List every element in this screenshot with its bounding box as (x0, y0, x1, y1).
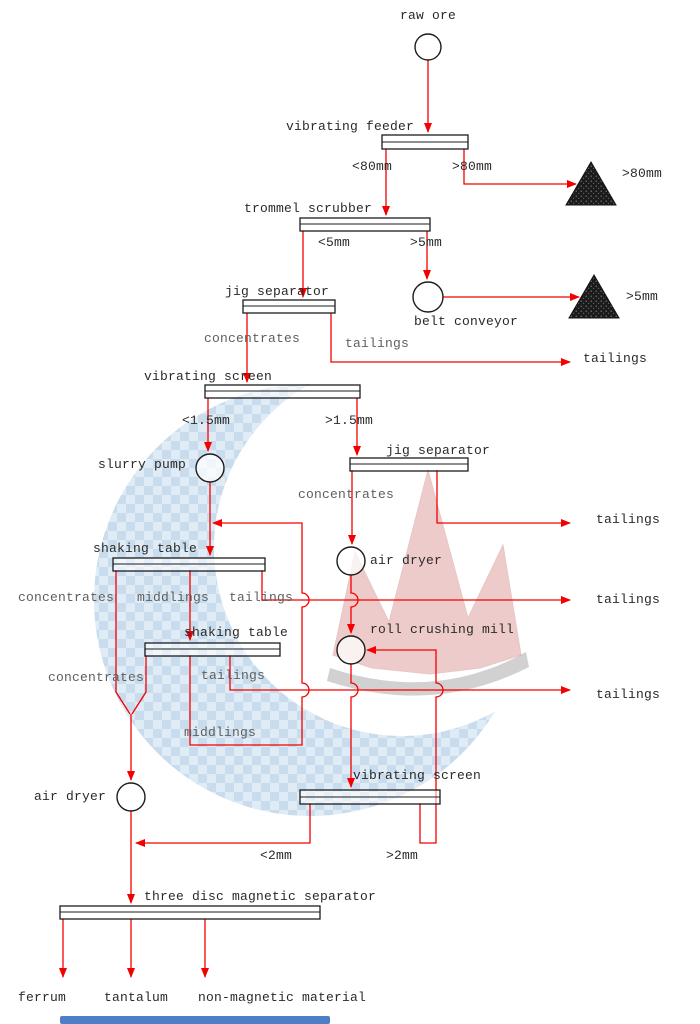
belt-conveyor-node (412, 281, 444, 313)
screen-symbol-three-disc-separator (59, 905, 321, 920)
label-vibrating-screen-2: vibrating screen (353, 768, 482, 783)
label-non-magnetic: non-magnetic material (198, 990, 367, 1005)
label-concentrates-t2: concentrates (48, 670, 145, 685)
label-gt5mm-pile: >5mm (626, 289, 659, 304)
flow-airdryer-to-rollmill (347, 575, 359, 634)
label-tailings-out4: tailings (596, 687, 661, 702)
flow-table2-middlings-recycle (189, 519, 310, 746)
flow-screen2-lt2-join (135, 803, 311, 847)
connector-lines (59, 60, 580, 978)
label-belt-conveyor: belt conveyor (414, 314, 519, 329)
slurry-pump-node (195, 453, 225, 483)
label-middlings-t2: middlings (184, 725, 257, 740)
label-tantalum: tantalum (104, 990, 169, 1005)
label-tailings-jig1: tailings (345, 336, 410, 351)
label-shaking-table-2: shaking table (184, 625, 289, 640)
air-dryer-left-node (116, 782, 146, 812)
label-tailings-out2: tailings (596, 512, 661, 527)
flow-screen2-gt2-recycle (366, 646, 444, 844)
label-lt5mm: <5mm (318, 235, 351, 250)
label-lt1-5mm: <1.5mm (182, 413, 231, 428)
label-concentrates-jig1: concentrates (204, 331, 301, 346)
label-lt80mm: <80mm (352, 159, 393, 174)
screen-symbol-vibrating-feeder (381, 134, 469, 150)
label-vibrating-screen-1: vibrating screen (144, 369, 273, 384)
raw-ore-node (414, 33, 442, 61)
label-middlings-t1: middlings (137, 590, 210, 605)
roll-crushing-mill-node (336, 635, 366, 665)
label-shaking-table-1: shaking table (93, 541, 198, 556)
label-concentrates-jig2: concentrates (298, 487, 395, 502)
label-three-disc-separator: three disc magnetic separator (144, 889, 377, 904)
label-gt80mm: >80mm (452, 159, 493, 174)
screen-symbol-shaking-table-1 (112, 557, 266, 572)
equipment-shapes (59, 33, 620, 920)
label-slurry-pump: slurry pump (98, 457, 187, 472)
label-jig-separator-2: jig separator (386, 443, 491, 458)
label-air-dryer-left: air dryer (34, 789, 107, 804)
screen-symbol-shaking-table-2 (144, 642, 281, 657)
label-gt80mm-pile: >80mm (622, 166, 663, 181)
label-vibrating-feeder: vibrating feeder (286, 119, 415, 134)
label-tailings-out3: tailings (596, 592, 661, 607)
watermark-swoosh (327, 652, 529, 696)
screen-symbol-trommel-scrubber (299, 217, 431, 232)
watermark-crown (332, 468, 522, 675)
label-gt2mm: >2mm (386, 848, 419, 863)
flow-jig2-tailings-out (436, 470, 571, 527)
flow-table2-concentrates (131, 655, 147, 715)
label-jig-separator-1: jig separator (225, 284, 330, 299)
screen-symbol-jig-separator-2 (349, 457, 469, 472)
label-raw-ore: raw ore (400, 8, 457, 23)
bottom-watermark-strip (60, 1016, 330, 1024)
flow-table2-tailings-out (229, 655, 571, 694)
screen-symbol-vibrating-screen-2 (299, 789, 441, 805)
label-gt1-5mm: >1.5mm (325, 413, 374, 428)
label-trommel-scrubber: trommel scrubber (244, 201, 373, 216)
flow-feeder-gt80-to-pile (463, 149, 577, 188)
screen-symbol-vibrating-screen-1 (204, 384, 361, 399)
flow-table1-concentrates (115, 570, 131, 715)
stockpile-gt80mm (565, 161, 617, 206)
label-lt2mm: <2mm (260, 848, 293, 863)
label-gt5mm: >5mm (410, 235, 443, 250)
screen-symbol-jig-separator-1 (242, 299, 336, 314)
label-tailings-t1: tailings (229, 590, 294, 605)
flow-jig1-tailings-out (330, 313, 571, 366)
label-air-dryer-right: air dryer (370, 553, 443, 568)
flow-table1-tailings-out (261, 570, 571, 604)
stockpile-gt5mm (568, 274, 620, 319)
label-tailings-out1: tailings (583, 351, 648, 366)
air-dryer-right-node (336, 546, 366, 576)
label-concentrates-t1: concentrates (18, 590, 115, 605)
label-ferrum: ferrum (18, 990, 67, 1005)
label-tailings-t2: tailings (201, 668, 266, 683)
label-roll-crushing-mill: roll crushing mill (370, 622, 515, 637)
